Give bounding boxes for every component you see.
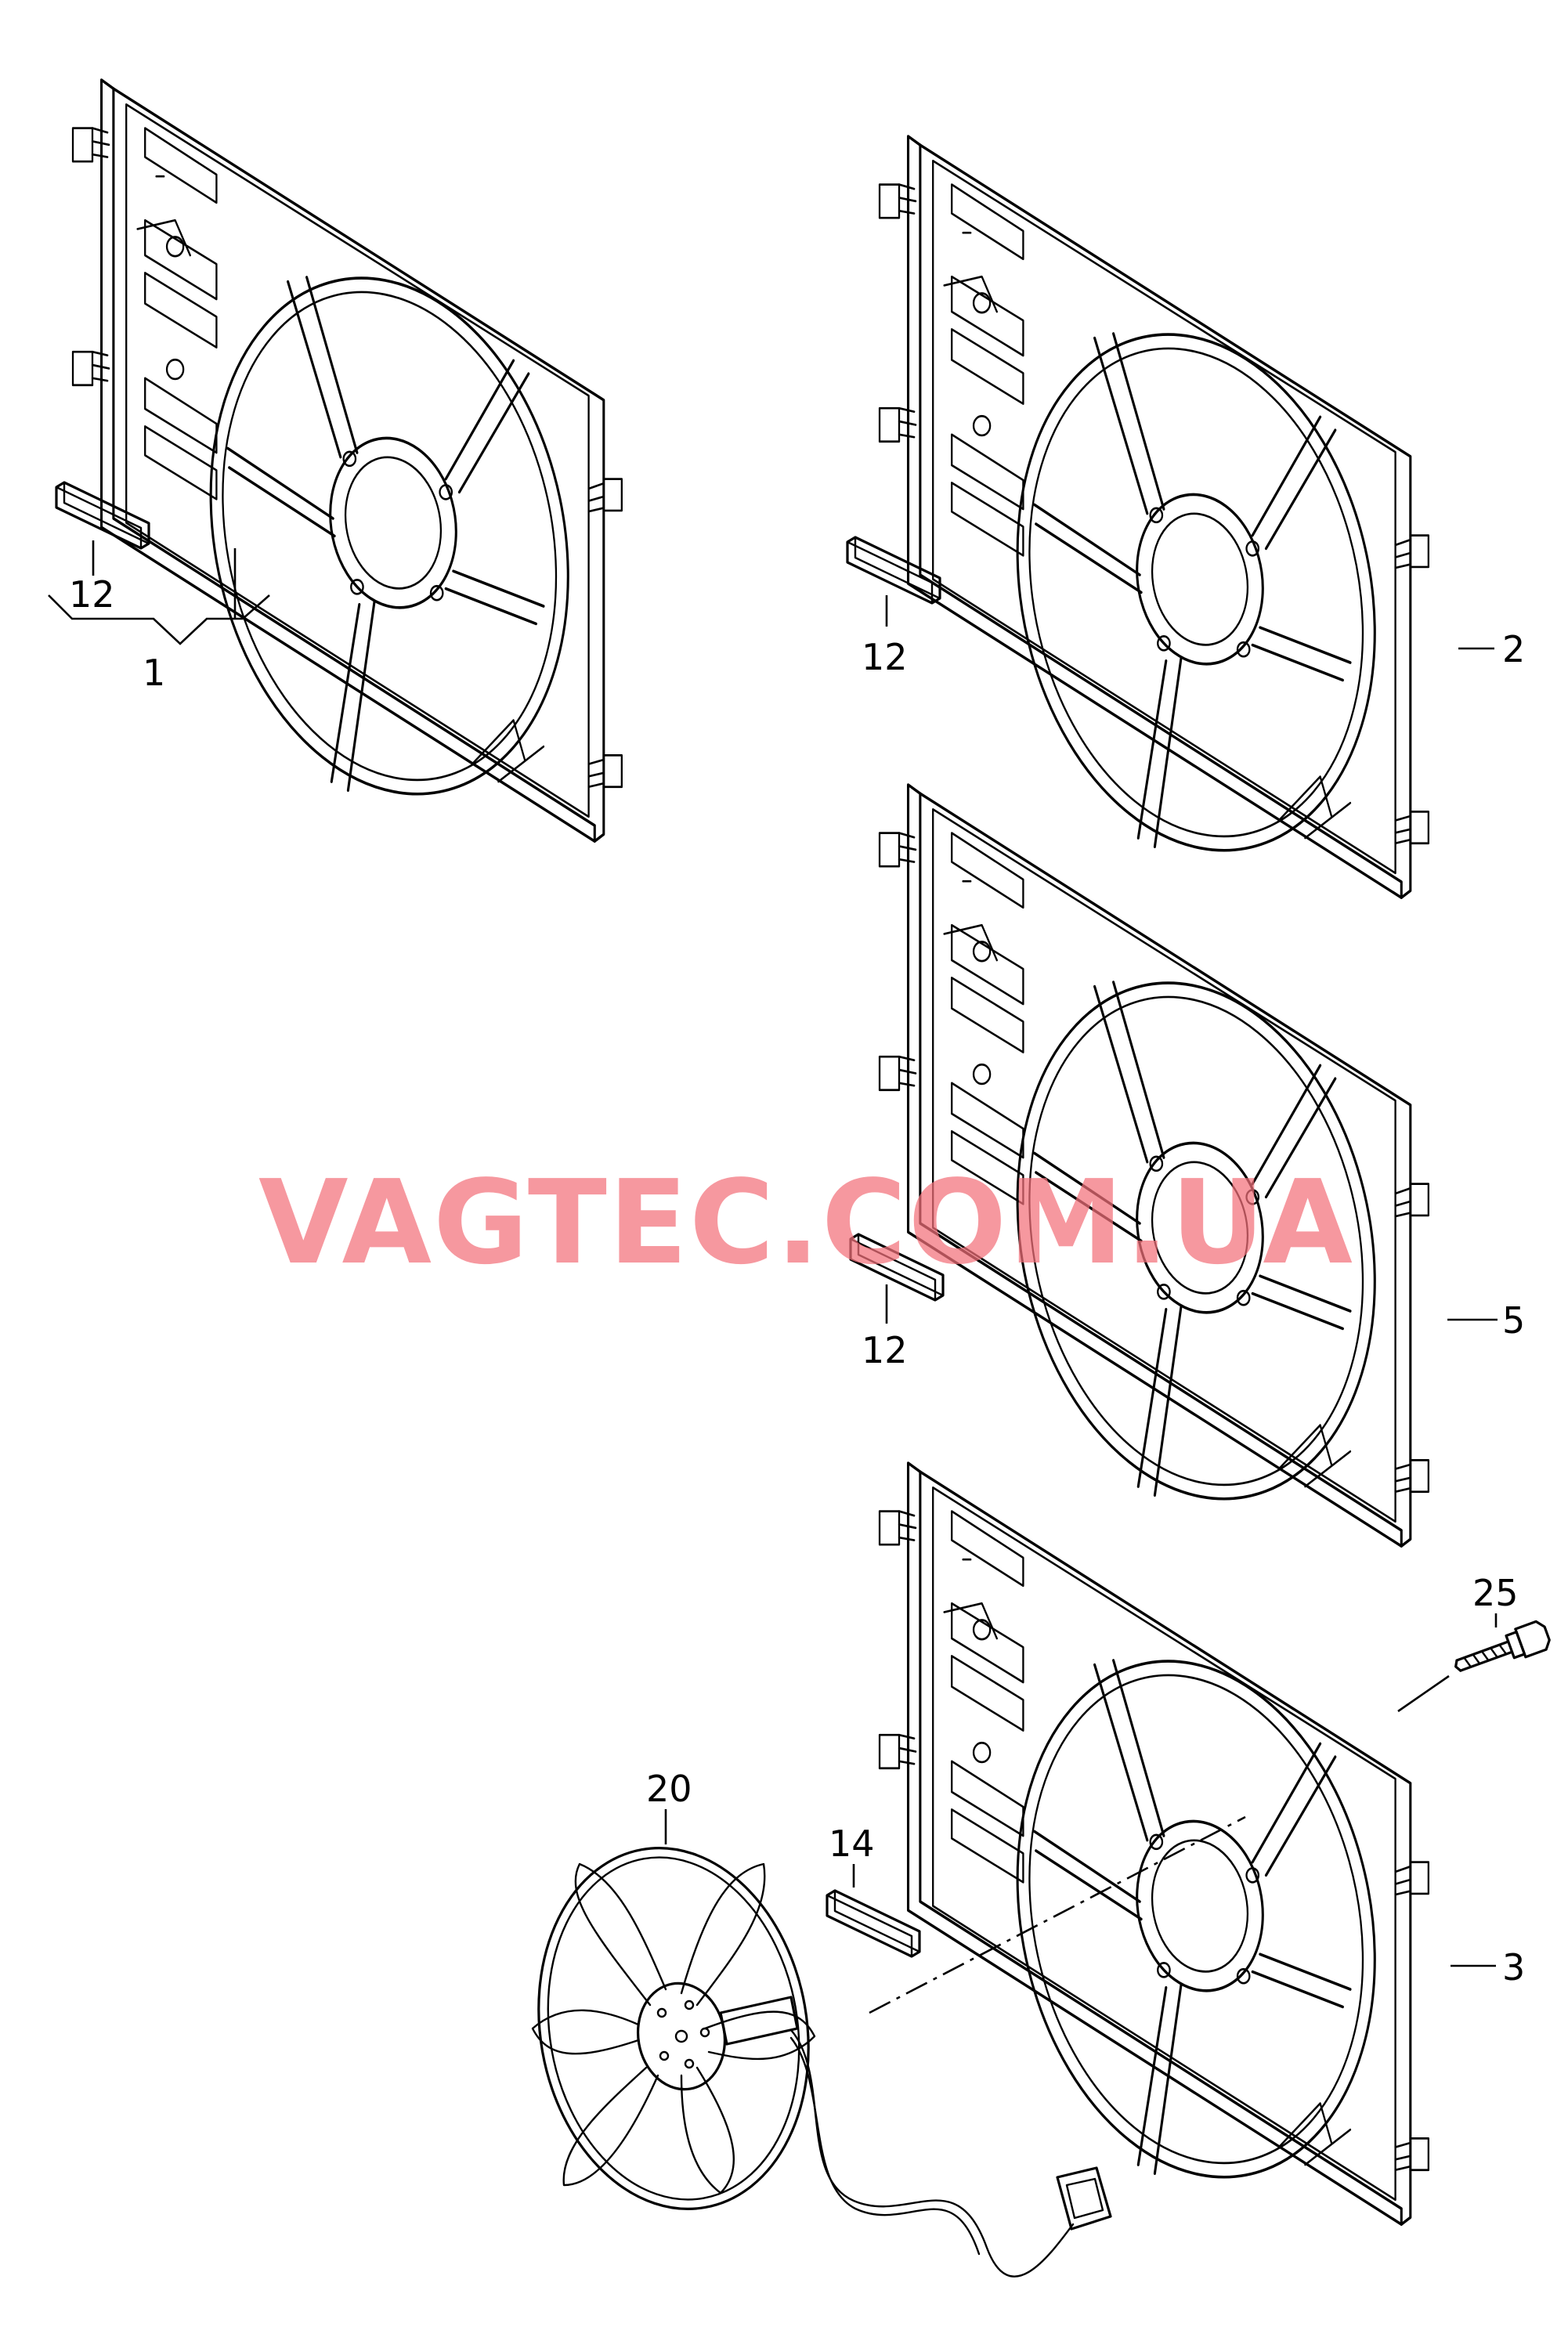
- fan-shroud-2: [878, 135, 1432, 907]
- seal-strip-12-b: [846, 536, 941, 605]
- callout-12-a: 12: [69, 573, 115, 616]
- callout-20: 20: [646, 1768, 692, 1810]
- callout-2: 2: [1502, 628, 1525, 670]
- seal-strip-14: [826, 1889, 921, 1958]
- fan-shroud-3: [878, 1461, 1432, 2234]
- callout-12-c: 12: [862, 1329, 908, 1371]
- fan-shroud-1: [71, 78, 625, 851]
- callout-5: 5: [1502, 1299, 1525, 1342]
- callout-25: 25: [1472, 1572, 1519, 1614]
- fan-20: [531, 1847, 1112, 2278]
- callout-1: 1: [143, 652, 165, 694]
- callout-12-b: 12: [862, 636, 908, 678]
- callout-bracket-1: [48, 594, 270, 645]
- bolt-25: [1454, 1620, 1551, 1672]
- leader-25-line: [1397, 1674, 1450, 1713]
- watermark: VAGTEC.COM.UA: [258, 1155, 1354, 1290]
- callout-14: 14: [829, 1822, 875, 1865]
- fan-axis-dashline: [869, 1815, 1246, 2014]
- callout-3: 3: [1502, 1946, 1525, 1989]
